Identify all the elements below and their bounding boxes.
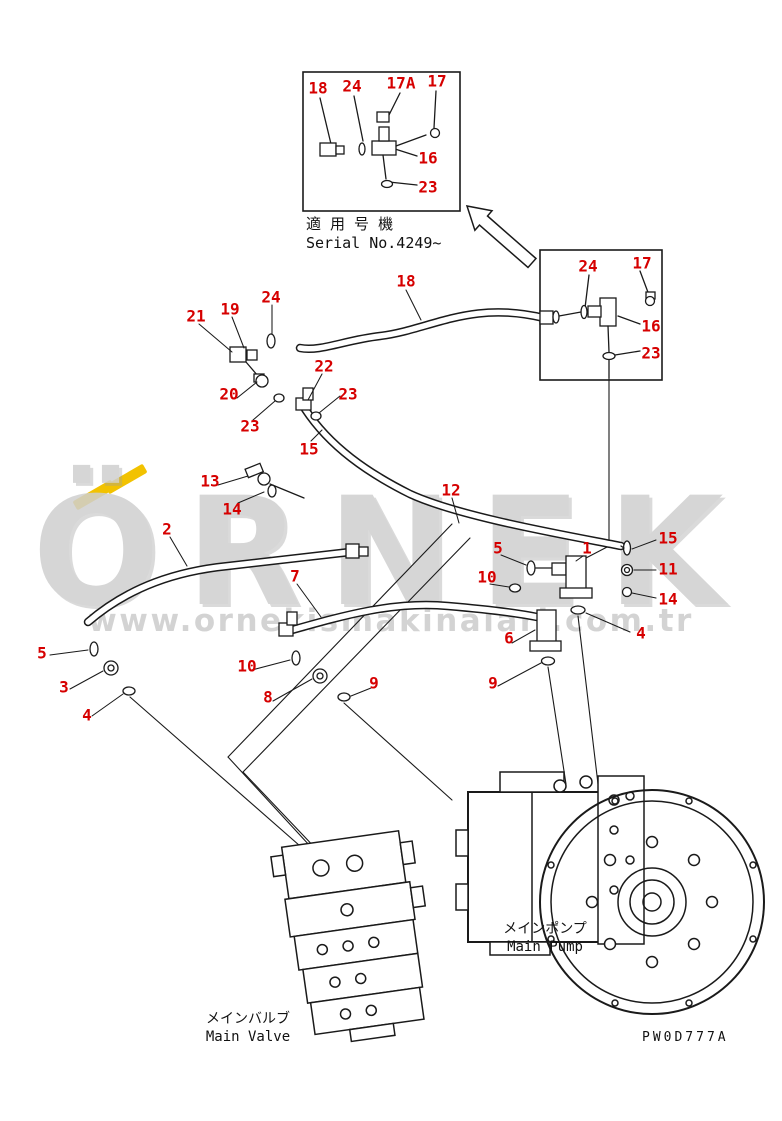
callout-9: 9 [369, 673, 379, 693]
callout-13: 13 [200, 471, 220, 491]
main-pump-drawing [455, 771, 765, 1015]
hose-end-fittings [89, 641, 351, 702]
callout-11: 11 [658, 559, 678, 579]
callout-12: 12 [441, 480, 461, 500]
callout-14: 14 [222, 499, 242, 519]
callout-22: 22 [314, 356, 334, 376]
callout-10: 10 [477, 567, 497, 587]
reference-arrow [465, 205, 538, 269]
main-pump-caption-en: Main Pump [507, 939, 583, 955]
callout-16: 16 [418, 148, 438, 168]
hose-7 [278, 600, 542, 637]
callout-23: 23 [338, 384, 358, 404]
serial-caption: 適 用 号 機 Serial No.4249~ [306, 215, 441, 253]
callout-7: 7 [290, 566, 300, 586]
right-detail-box [539, 249, 663, 381]
main-valve-drawing [270, 829, 427, 1043]
callout-5: 5 [493, 538, 503, 558]
hose-12 [300, 404, 626, 551]
main-pump-caption: メインポンプ Main Pump [475, 920, 615, 956]
callout-17A: 17A [386, 73, 416, 93]
callout-20: 20 [219, 384, 239, 404]
left-fitting-cluster [229, 333, 322, 421]
top-detail-box [302, 71, 461, 212]
callout-24: 24 [261, 287, 281, 307]
callout-16: 16 [641, 316, 661, 336]
callout-18: 18 [396, 271, 416, 291]
callout-1: 1 [582, 538, 592, 558]
callout-8: 8 [263, 687, 273, 707]
callout-15: 15 [658, 528, 678, 548]
hose-18 [295, 308, 582, 353]
callout-17: 17 [427, 71, 447, 91]
callout-23: 23 [418, 177, 438, 197]
callout-6: 6 [504, 628, 514, 648]
callout-10: 10 [237, 656, 257, 676]
callout-4: 4 [82, 705, 92, 725]
serial-caption-en: Serial No.4249~ [306, 234, 442, 252]
elbow-1-assembly [508, 540, 634, 615]
callout-14: 14 [658, 589, 678, 609]
callout-23: 23 [240, 416, 260, 436]
callout-24: 24 [342, 76, 362, 96]
main-valve-caption: メインバルブ Main Valve [178, 1010, 318, 1046]
callout-4: 4 [636, 623, 646, 643]
drawing-code: PW0D777A [642, 1030, 729, 1045]
callout-24: 24 [578, 256, 598, 276]
main-pump-caption-jp: メインポンプ [503, 921, 587, 937]
leader-lines [49, 289, 657, 717]
callout-9: 9 [488, 673, 498, 693]
callout-21: 21 [186, 306, 206, 326]
watermark-brand: ÖRNEK [32, 466, 750, 640]
banjo-fitting-cluster [244, 462, 305, 499]
callout-15: 15 [299, 439, 319, 459]
callout-17: 17 [632, 253, 652, 273]
callout-18: 18 [308, 78, 328, 98]
projection-lines [129, 377, 610, 861]
hose-2 [83, 543, 369, 627]
callout-23: 23 [641, 343, 661, 363]
callout-5: 5 [37, 643, 47, 663]
main-valve-caption-en: Main Valve [205, 1029, 291, 1045]
main-valve-caption-jp: メインバルブ [206, 1011, 290, 1027]
serial-caption-jp: 適 用 号 機 [306, 215, 394, 233]
callout-2: 2 [162, 519, 172, 539]
elbow-6-assembly [529, 609, 562, 666]
callout-19: 19 [220, 299, 240, 319]
callout-3: 3 [59, 677, 69, 697]
